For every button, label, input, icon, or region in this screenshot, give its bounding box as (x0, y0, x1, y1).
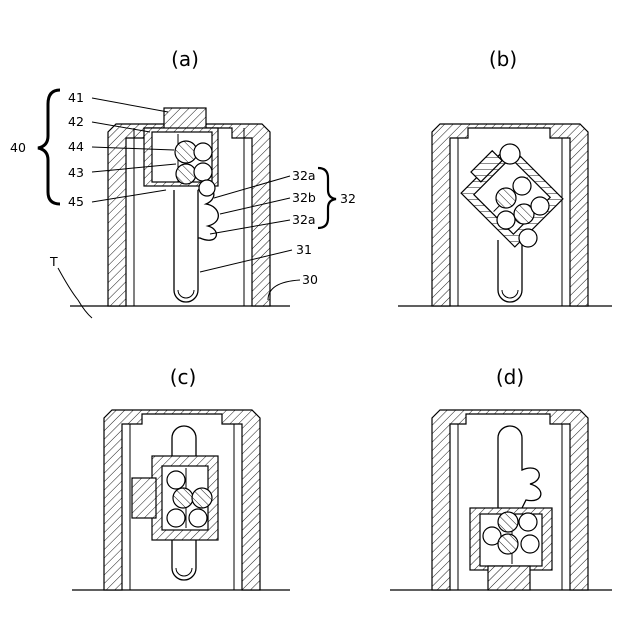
panel-label-a: (a) (171, 47, 199, 71)
panel-c: (c) (72, 365, 290, 590)
cap-41-c (132, 478, 156, 518)
panel-label-d: (d) (496, 365, 524, 389)
module-40-d (470, 508, 552, 590)
ref-32a-bottom: 32a (292, 212, 316, 227)
ref-32a-top: 32a (292, 168, 316, 183)
brace-40 (38, 90, 60, 204)
ground-leader (58, 268, 92, 318)
ref-43: 43 (68, 165, 84, 180)
guide-slot-31-b (498, 240, 522, 302)
guide-slot-31 (174, 188, 218, 302)
ref-45: 45 (68, 194, 84, 209)
panel-b: (b) (398, 47, 612, 306)
ref-32b: 32b (292, 190, 316, 205)
panel-label-b: (b) (489, 47, 517, 71)
ref-44: 44 (68, 139, 84, 154)
cap-41-d (488, 566, 530, 590)
panel-label-c: (c) (170, 365, 197, 389)
ref-30: 30 (302, 272, 318, 287)
ref-31: 31 (296, 242, 312, 257)
ref-T: T (49, 254, 58, 269)
panel-d: (d) (390, 365, 612, 590)
ref-42: 42 (68, 114, 84, 129)
ball-43b (176, 164, 196, 184)
guide-slot-31-d (498, 426, 541, 508)
ball-b1 (496, 188, 516, 208)
module-40-c (132, 456, 218, 540)
ref-41: 41 (68, 90, 84, 105)
ref-40: 40 (10, 140, 26, 155)
panel-a: (a) (10, 47, 356, 318)
cap-41 (164, 108, 206, 130)
ref-32: 32 (340, 191, 356, 206)
brace-32 (318, 168, 336, 228)
module-40 (144, 108, 218, 196)
